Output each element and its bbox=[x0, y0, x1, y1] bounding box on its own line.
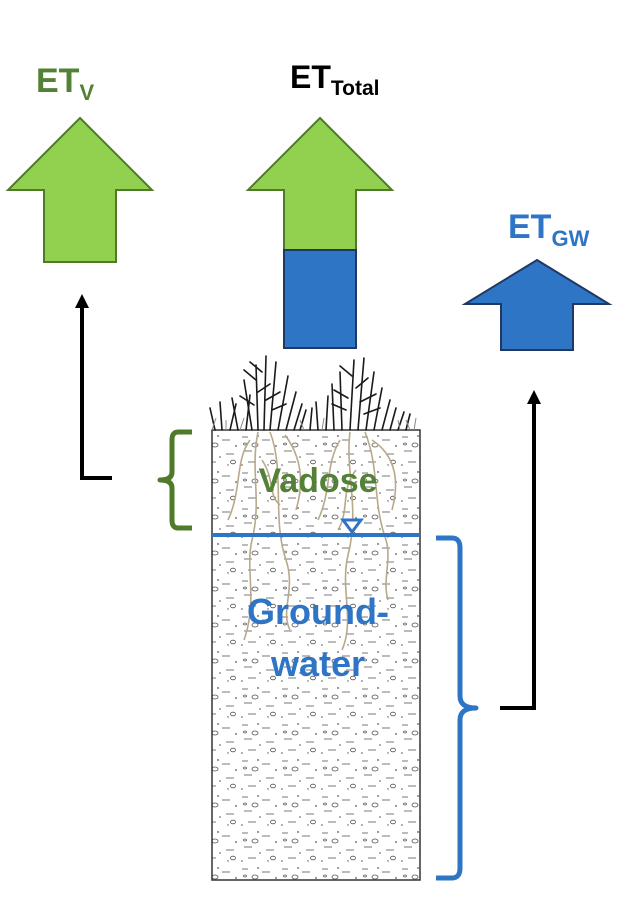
et-v-label: ETV bbox=[36, 62, 94, 105]
et-v-sub: V bbox=[79, 80, 94, 105]
groundwater-flow-arrowhead bbox=[527, 390, 541, 404]
et-total-arrow-blue bbox=[283, 249, 357, 349]
et-total-arrow-green bbox=[245, 116, 395, 251]
vadose-brace bbox=[157, 429, 192, 531]
groundwater-flow-line bbox=[500, 402, 536, 710]
vadose-label: Vadose bbox=[258, 462, 377, 500]
et-gw-sub: GW bbox=[551, 226, 589, 251]
vadose-flow-line bbox=[80, 306, 112, 480]
et-v-main: ET bbox=[36, 62, 80, 100]
et-total-label: ETTotal bbox=[290, 59, 380, 100]
et-gw-arrow bbox=[461, 258, 613, 351]
groundwater-brace bbox=[436, 535, 479, 881]
soil-column bbox=[211, 429, 421, 881]
grass-plant-icon bbox=[209, 355, 411, 431]
vadose-flow-arrowhead bbox=[75, 294, 89, 308]
et-gw-label: ETGW bbox=[508, 208, 590, 251]
et-v-arrow bbox=[5, 116, 155, 263]
et-total-main: ET bbox=[290, 59, 331, 95]
et-total-sub: Total bbox=[331, 77, 380, 100]
et-gw-main: ET bbox=[508, 208, 552, 246]
groundwater-label-line2: water bbox=[270, 643, 365, 684]
plant-roots bbox=[227, 431, 397, 651]
water-table-triangle-icon bbox=[340, 518, 364, 535]
groundwater-label-line1: Ground- bbox=[247, 591, 389, 632]
